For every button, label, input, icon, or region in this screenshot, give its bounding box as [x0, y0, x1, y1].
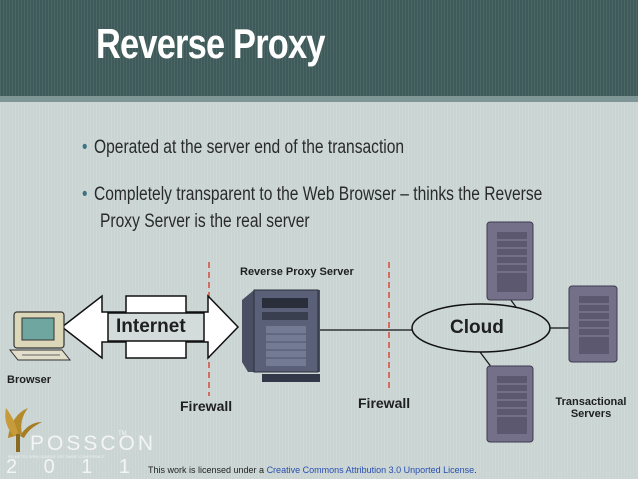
cloud-label: Cloud	[450, 317, 504, 338]
server-1-icon	[486, 221, 534, 301]
year-digit-1: 2	[6, 456, 18, 478]
reverse-proxy-server-label: Reverse Proxy Server	[240, 266, 354, 278]
posscon-tagline: PALMETTO OPEN SOURCE SOFTWARE CONFERENCE	[8, 455, 105, 459]
transactional-line-1: Transactional	[555, 396, 627, 408]
title-bar	[0, 0, 638, 102]
bullet-dot: •	[82, 184, 88, 205]
palmetto-logo-icon	[5, 408, 42, 452]
license-prefix: This work is licensed under a	[148, 465, 267, 475]
bullet-2: • Completely transparent to the Web Brows…	[82, 181, 590, 235]
browser-label: Browser	[7, 374, 52, 386]
year-digit-4: 1	[118, 456, 130, 478]
year-digit-2: 0	[43, 456, 55, 478]
firewall-left-label: Firewall	[180, 398, 233, 414]
server-2-icon	[568, 285, 618, 363]
internet-box	[107, 312, 205, 342]
license-suffix: .	[474, 465, 477, 475]
bullet-1: • Operated at the server end of the trans…	[82, 134, 590, 161]
bullet-dot: •	[82, 137, 88, 158]
transactional-servers-label: Transactional Servers	[551, 396, 631, 420]
proxy-server-icon	[242, 289, 320, 382]
bullet-2-text: Completely transparent to the Web Browse…	[94, 184, 543, 205]
license-link[interactable]: Creative Commons Attribution 3.0 Unporte…	[266, 465, 475, 475]
license-footer: This work is licensed under a Creative C…	[148, 465, 477, 475]
posscon-name: POSSCON	[30, 432, 157, 455]
slide-title: Reverse Proxy	[96, 20, 325, 67]
server-3-icon	[486, 365, 534, 443]
posscon-logo: POSSCON TM PALMETTO OPEN SOURCE SOFTWARE…	[0, 398, 153, 479]
browser-computer-icon	[8, 311, 72, 361]
cloud-server-3-link	[479, 351, 493, 369]
posscon-tm: TM	[118, 431, 127, 437]
transactional-line-2: Servers	[570, 408, 612, 420]
firewall-right-label: Firewall	[358, 395, 411, 411]
year-digit-3: 1	[81, 456, 93, 478]
bullet-2-continuation: Proxy Server is the real server	[100, 211, 310, 232]
posscon-year: 2 0 1 1	[6, 456, 130, 479]
bullet-1-text: Operated at the server end of the transa…	[94, 137, 405, 158]
internet-label: Internet	[116, 316, 186, 337]
